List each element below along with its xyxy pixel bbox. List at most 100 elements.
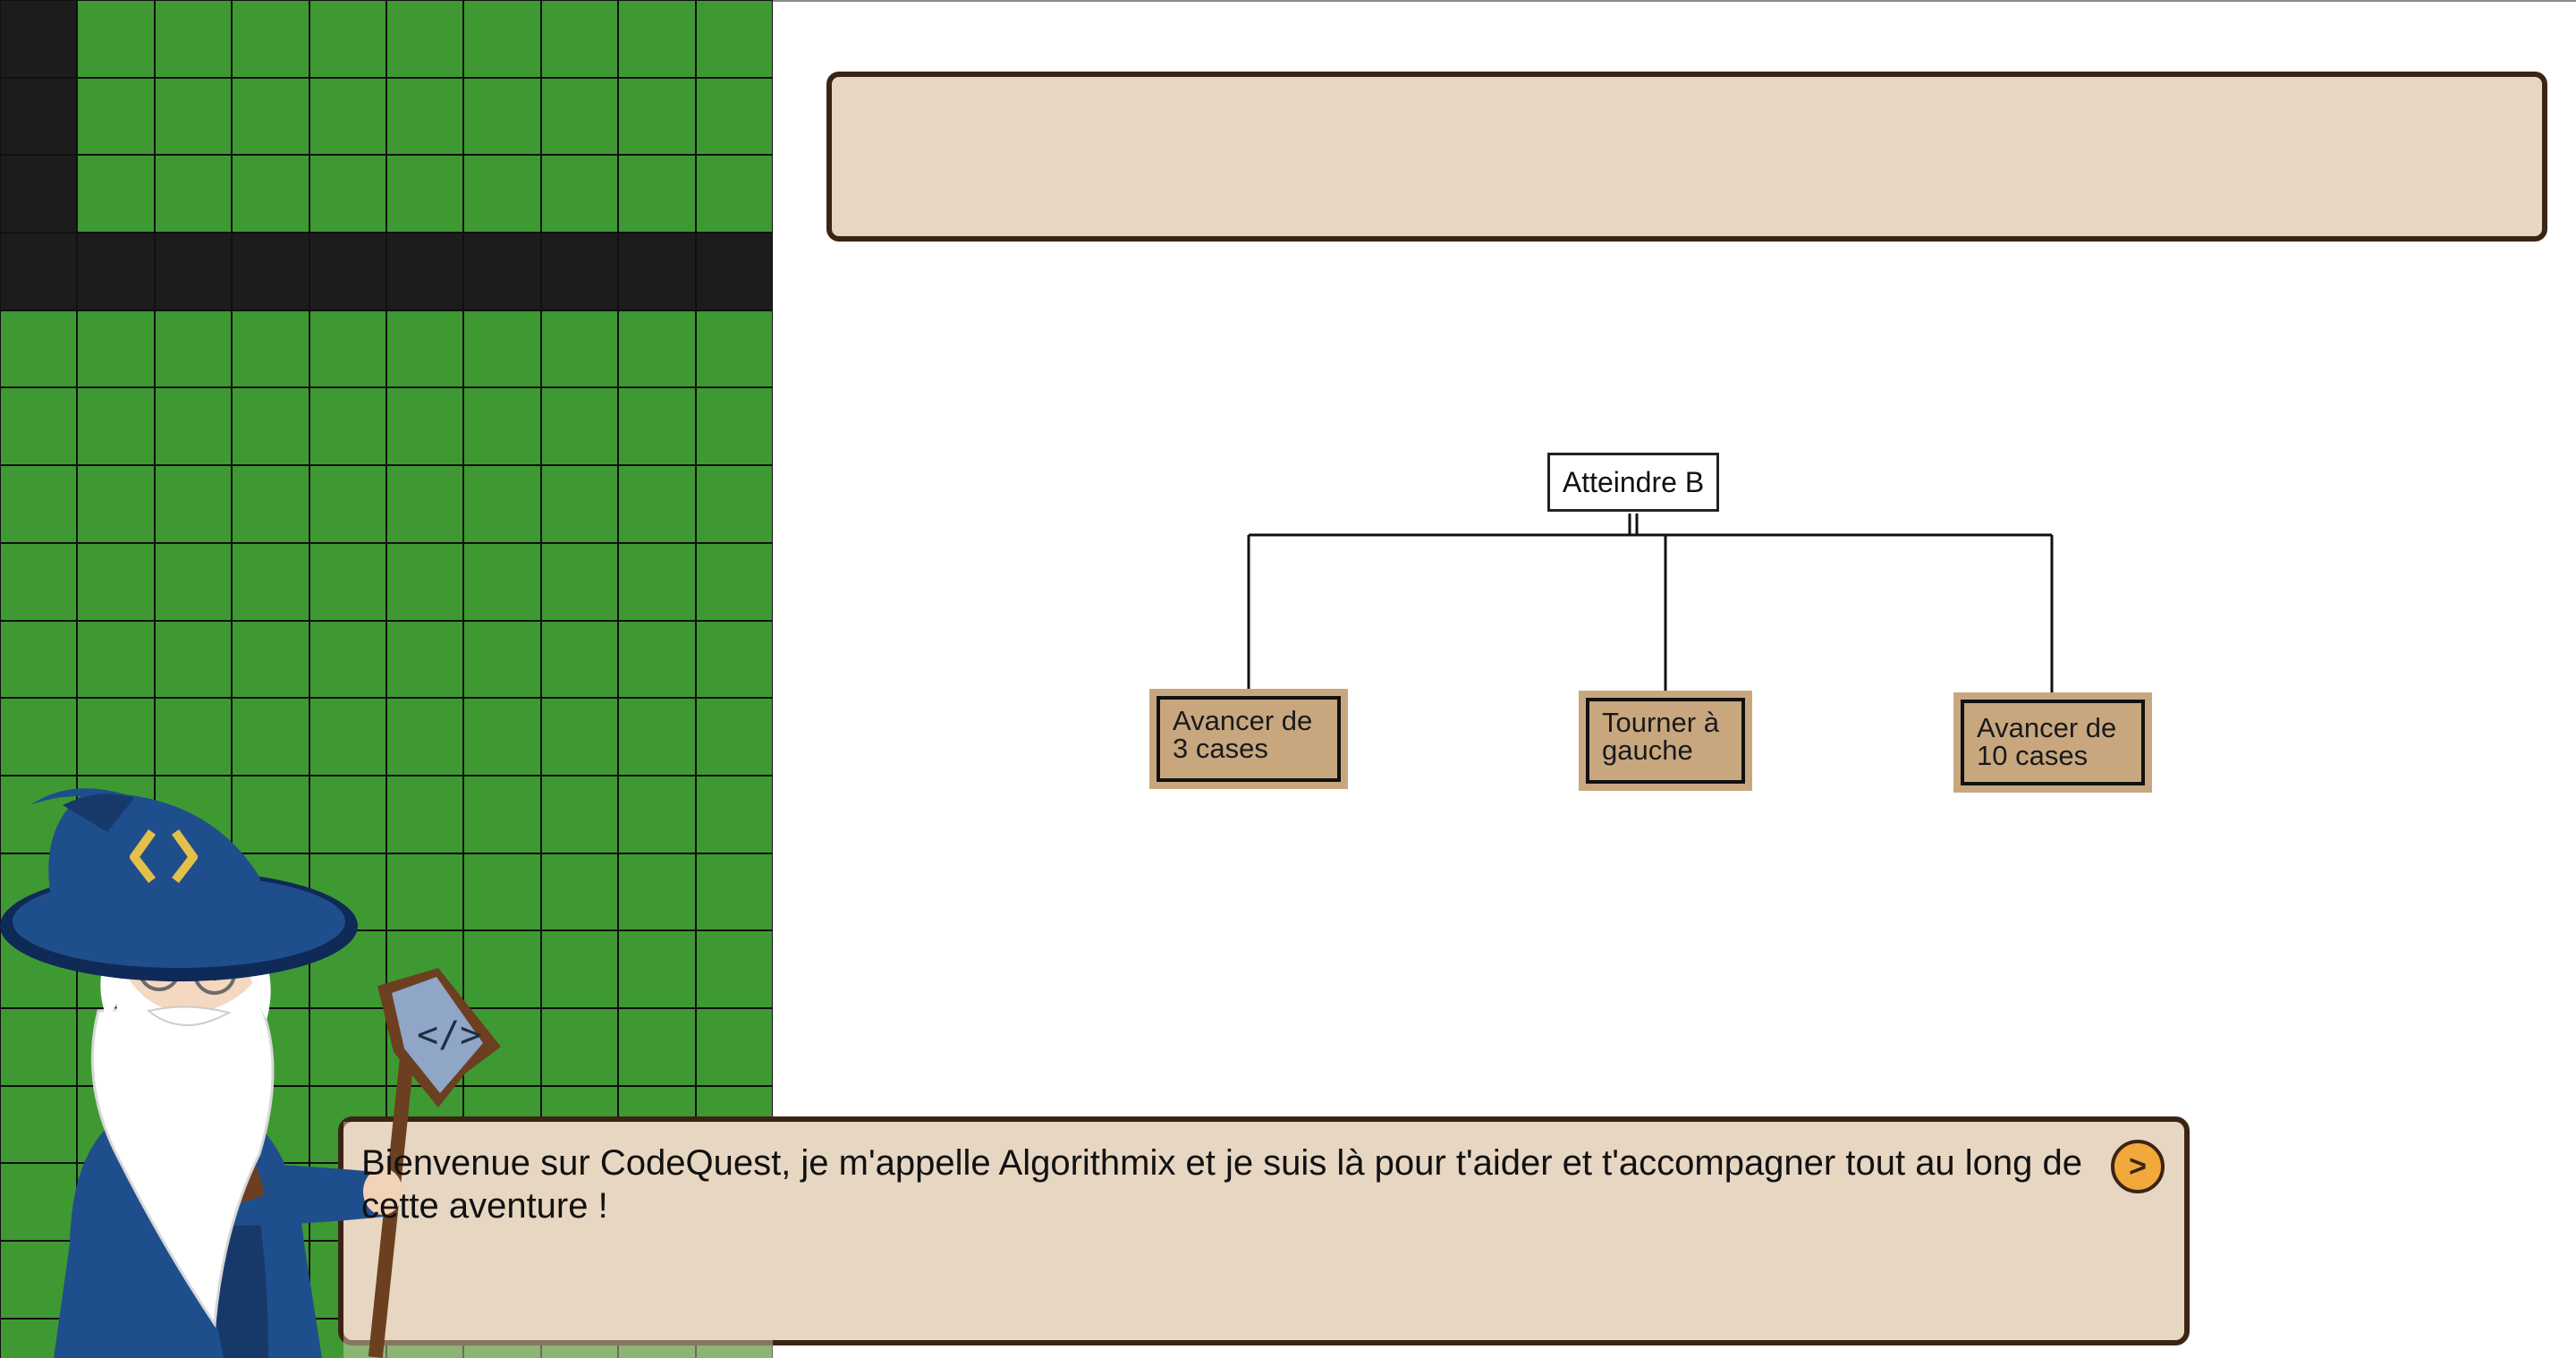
grass-cell[interactable] [617, 697, 697, 777]
grass-cell[interactable] [539, 697, 620, 777]
tree-node-advance-10[interactable]: Avancer de 10 cases [1953, 692, 2152, 793]
grass-cell[interactable] [153, 464, 233, 544]
grass-cell[interactable] [694, 852, 773, 932]
grass-cell[interactable] [694, 0, 773, 79]
grass-cell[interactable] [617, 386, 697, 467]
grass-cell[interactable] [231, 386, 310, 467]
grass-cell[interactable] [617, 774, 697, 854]
grass-cell[interactable] [0, 1006, 79, 1087]
grass-cell[interactable] [385, 619, 465, 700]
wall-cell[interactable] [694, 232, 773, 311]
grass-cell[interactable] [385, 76, 465, 157]
grass-cell[interactable] [385, 464, 465, 544]
grass-cell[interactable] [462, 76, 542, 157]
grass-cell[interactable] [308, 619, 387, 700]
grass-cell[interactable] [539, 386, 620, 467]
grass-cell[interactable] [462, 852, 542, 932]
grass-cell[interactable] [0, 464, 79, 544]
grass-cell[interactable] [539, 0, 620, 79]
grass-cell[interactable] [694, 929, 773, 1009]
grass-cell[interactable] [231, 0, 310, 79]
grass-cell[interactable] [76, 154, 156, 234]
grass-cell[interactable] [0, 541, 79, 622]
grass-cell[interactable] [308, 464, 387, 544]
next-dialogue-button[interactable]: > [2111, 1140, 2165, 1193]
grass-cell[interactable] [385, 386, 465, 467]
grass-cell[interactable] [694, 697, 773, 777]
grass-cell[interactable] [153, 697, 233, 777]
grass-cell[interactable] [308, 0, 387, 79]
wall-cell[interactable] [385, 232, 465, 311]
wall-cell[interactable] [617, 232, 697, 311]
grass-cell[interactable] [694, 619, 773, 700]
grass-cell[interactable] [308, 541, 387, 622]
wall-cell[interactable] [153, 232, 233, 311]
grass-cell[interactable] [0, 386, 79, 467]
grass-cell[interactable] [539, 929, 620, 1009]
wall-cell[interactable] [231, 232, 310, 311]
grass-cell[interactable] [308, 774, 387, 854]
wall-cell[interactable] [308, 232, 387, 311]
grass-cell[interactable] [153, 0, 233, 79]
grass-cell[interactable] [694, 541, 773, 622]
grass-cell[interactable] [617, 929, 697, 1009]
grass-cell[interactable] [539, 1006, 620, 1087]
grass-cell[interactable] [308, 697, 387, 777]
grass-cell[interactable] [694, 1006, 773, 1087]
grass-cell[interactable] [462, 154, 542, 234]
grass-cell[interactable] [617, 619, 697, 700]
grass-cell[interactable] [462, 0, 542, 79]
wall-cell[interactable] [0, 0, 79, 79]
wall-cell[interactable] [462, 232, 542, 311]
grass-cell[interactable] [76, 619, 156, 700]
tree-node-turn-left[interactable]: Tourner à gauche [1579, 691, 1752, 791]
wall-cell[interactable] [76, 232, 156, 311]
grass-cell[interactable] [153, 309, 233, 389]
grass-cell[interactable] [0, 619, 79, 700]
grass-cell[interactable] [385, 154, 465, 234]
grass-cell[interactable] [231, 154, 310, 234]
grass-cell[interactable] [0, 1084, 79, 1165]
grass-cell[interactable] [76, 386, 156, 467]
grass-cell[interactable] [385, 541, 465, 622]
grass-cell[interactable] [76, 76, 156, 157]
grass-cell[interactable] [617, 852, 697, 932]
grass-cell[interactable] [385, 309, 465, 389]
wall-cell[interactable] [539, 232, 620, 311]
grass-cell[interactable] [385, 697, 465, 777]
grass-cell[interactable] [76, 0, 156, 79]
grass-cell[interactable] [153, 386, 233, 467]
grass-cell[interactable] [76, 697, 156, 777]
grass-cell[interactable] [539, 541, 620, 622]
grass-cell[interactable] [385, 0, 465, 79]
grass-cell[interactable] [0, 309, 79, 389]
wall-cell[interactable] [0, 232, 79, 311]
grass-cell[interactable] [231, 697, 310, 777]
grass-cell[interactable] [539, 76, 620, 157]
grass-cell[interactable] [308, 154, 387, 234]
grass-cell[interactable] [308, 76, 387, 157]
wall-cell[interactable] [0, 76, 79, 157]
grass-cell[interactable] [617, 464, 697, 544]
grass-cell[interactable] [617, 309, 697, 389]
grass-cell[interactable] [617, 154, 697, 234]
wall-cell[interactable] [0, 154, 79, 234]
grass-cell[interactable] [462, 309, 542, 389]
grass-cell[interactable] [617, 1006, 697, 1087]
grass-cell[interactable] [539, 309, 620, 389]
grass-cell[interactable] [539, 852, 620, 932]
grass-cell[interactable] [617, 76, 697, 157]
grass-cell[interactable] [153, 619, 233, 700]
grass-cell[interactable] [231, 464, 310, 544]
grass-cell[interactable] [462, 386, 542, 467]
grass-cell[interactable] [617, 541, 697, 622]
grass-cell[interactable] [308, 386, 387, 467]
grass-cell[interactable] [0, 697, 79, 777]
grass-cell[interactable] [76, 464, 156, 544]
grass-cell[interactable] [617, 0, 697, 79]
grass-cell[interactable] [694, 76, 773, 157]
grass-cell[interactable] [694, 386, 773, 467]
grass-cell[interactable] [694, 464, 773, 544]
grass-cell[interactable] [462, 697, 542, 777]
grass-cell[interactable] [76, 309, 156, 389]
